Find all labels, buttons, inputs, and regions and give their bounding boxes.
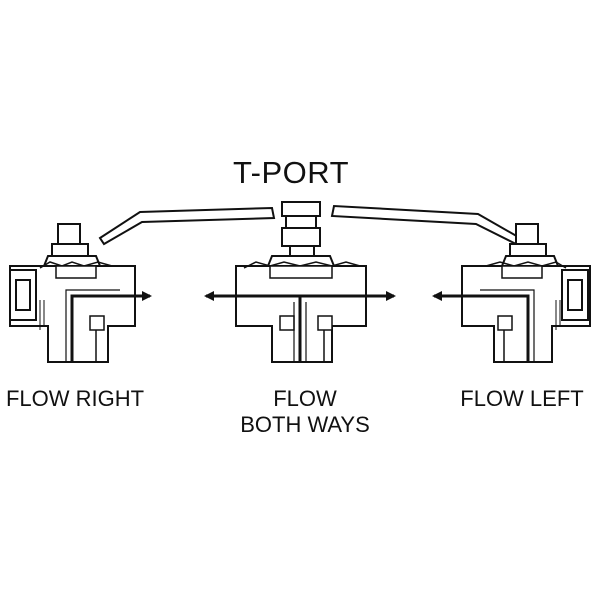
valve-stem-nut [281, 227, 321, 247]
valve-flow-left [330, 204, 591, 363]
flow-path [432, 291, 530, 362]
flow-path [70, 291, 152, 362]
valve-handle [98, 206, 276, 246]
valve-stem-nut [515, 223, 539, 245]
caption-flow-right: FLOW RIGHT [0, 386, 150, 412]
caption-line: FLOW [273, 386, 337, 411]
caption-line: FLOW LEFT [460, 386, 584, 411]
valve-flow-right [9, 206, 276, 363]
caption-flow-left: FLOW LEFT [448, 386, 596, 412]
valve-flow-both-ways [204, 201, 396, 363]
diagram-title: T-PORT [232, 155, 350, 190]
caption-line: FLOW RIGHT [5, 386, 145, 411]
caption-flow-both-ways: FLOW BOTH WAYS [215, 386, 395, 438]
valve-handle [330, 204, 522, 246]
valve-stem-nut [57, 223, 81, 245]
caption-line: BOTH WAYS [240, 412, 370, 437]
valve-handle [281, 201, 321, 217]
